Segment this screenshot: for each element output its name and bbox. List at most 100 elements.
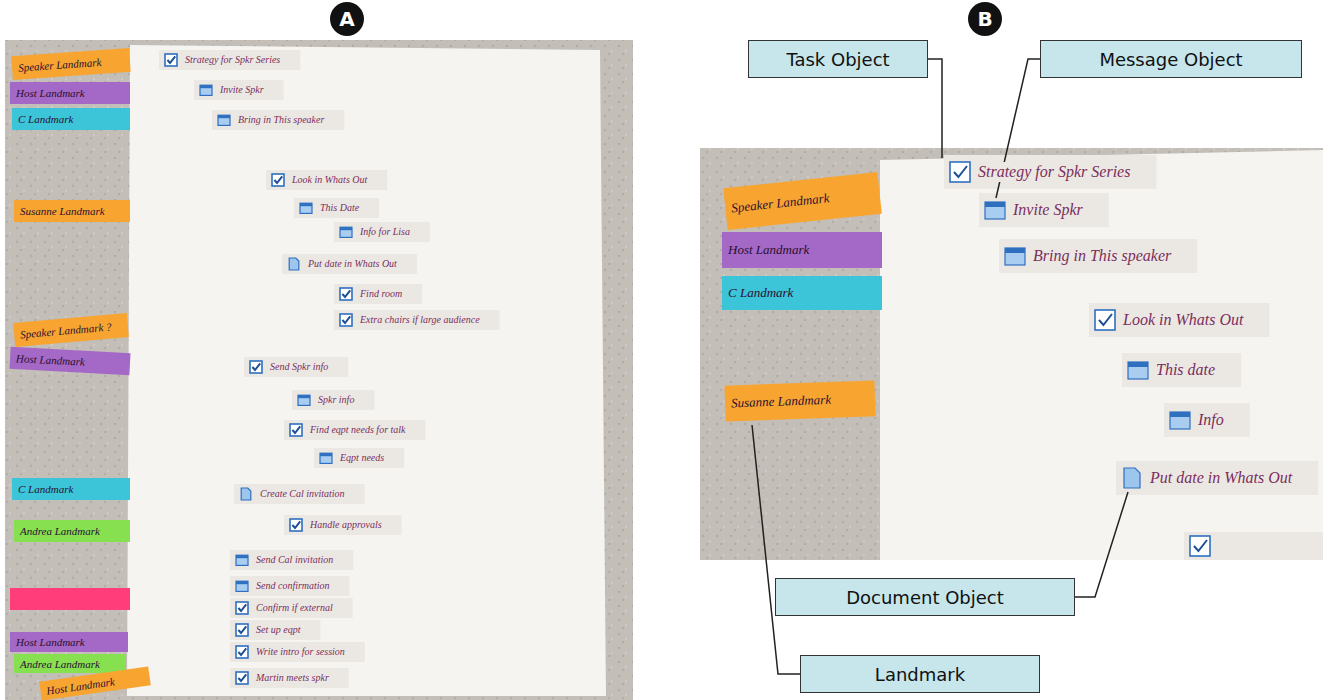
leader-line	[752, 425, 800, 674]
calendar-body	[200, 85, 212, 95]
paper-strip	[334, 284, 422, 304]
panel-letter: A	[330, 2, 364, 36]
doc-icon	[1124, 468, 1140, 488]
landmark-label: Speaker Landmark	[731, 190, 831, 216]
msg-icon	[200, 85, 212, 95]
calendar-body	[1170, 412, 1190, 429]
task-strip-text: Set up eqpt	[254, 624, 302, 636]
calendar-bar	[236, 555, 248, 558]
calendar-bar	[320, 453, 332, 456]
calendar-bar	[298, 395, 310, 398]
paper-strip	[284, 420, 426, 440]
checkmark	[292, 426, 300, 433]
landmark-sticky: Susanne Landmark	[14, 200, 130, 222]
doc-icon	[241, 488, 251, 500]
msg-icon	[218, 115, 230, 125]
msg-icon	[320, 453, 332, 463]
checkbox	[236, 602, 248, 614]
paper-strip	[294, 198, 379, 218]
paper-strip	[1184, 532, 1323, 560]
callout-box: Task Object	[748, 40, 928, 78]
calendar-body	[1005, 248, 1025, 265]
calendar-bar	[218, 115, 230, 118]
msg-icon	[985, 202, 1005, 219]
landmark-sticky: Andrea Landmark	[14, 520, 130, 542]
landmark-sticky: Andrea Landmark	[14, 654, 126, 673]
callout-box: Message Object	[1040, 40, 1302, 78]
task-icon	[1190, 536, 1210, 556]
checkbox	[250, 361, 262, 373]
msg-icon	[1128, 362, 1148, 379]
calendar-bar	[985, 202, 1005, 207]
task-strip-text: Write intro for session	[254, 646, 347, 658]
paper-strip	[230, 620, 320, 640]
paper-strip	[999, 239, 1197, 273]
landmark-label: Susanne Landmark	[731, 392, 832, 411]
paper-strip	[244, 357, 348, 377]
paper-strip	[230, 642, 365, 662]
calendar-bar	[236, 581, 248, 584]
task-icon	[1095, 310, 1115, 330]
task-strip-text: Create Cal invitation	[258, 488, 347, 500]
paper-strip	[292, 390, 374, 410]
calendar-body	[985, 202, 1005, 219]
task-icon	[236, 624, 248, 636]
calendar-bar	[200, 85, 212, 88]
landmark-sticky: Host Landmark	[722, 232, 882, 268]
landmark-label: Andrea Landmark	[20, 525, 100, 537]
checkbox	[1095, 310, 1115, 330]
task-strip-text: Send Cal invitation	[254, 554, 335, 566]
task-strip-text: Invite Spkr	[1011, 200, 1085, 219]
calendar-bar	[1170, 412, 1190, 417]
callout-label: Landmark	[875, 664, 965, 685]
calendar-body	[320, 453, 332, 463]
paper-sheet	[880, 150, 1323, 560]
task-strip-text: Look in Whats Out	[290, 174, 369, 186]
landmark-label: C Landmark	[18, 483, 73, 495]
task-icon	[236, 602, 248, 614]
checkmark	[342, 290, 350, 297]
checkmark	[238, 648, 246, 655]
task-strip-text: Put date in Whats Out	[306, 258, 399, 270]
task-strip-text: Extra chairs if large audience	[358, 314, 482, 326]
task-icon	[165, 54, 177, 66]
task-icon	[272, 174, 284, 186]
checkmark	[1194, 540, 1207, 551]
landmark-label: Susanne Landmark	[20, 205, 105, 217]
landmark-sticky: C Landmark	[12, 108, 130, 130]
task-strip-text: Info for Lisa	[358, 226, 412, 238]
paper-strip	[230, 576, 350, 596]
paper-strip	[944, 155, 1156, 189]
paper-sheet	[127, 45, 606, 696]
paper-strip	[212, 110, 344, 130]
calendar-body	[300, 203, 312, 213]
paper-strip	[979, 193, 1109, 227]
paper-strip	[1164, 403, 1250, 437]
paper-strip	[334, 310, 500, 330]
checkmark	[342, 316, 350, 323]
paper-strip	[282, 254, 417, 274]
msg-icon	[300, 203, 312, 213]
checkbox	[1190, 536, 1210, 556]
panel-letter: B	[968, 2, 1002, 36]
checkmark	[274, 176, 282, 183]
task-icon	[236, 672, 248, 684]
checkmark	[238, 626, 246, 633]
task-icon	[290, 519, 302, 531]
checkbox	[340, 314, 352, 326]
task-icon	[250, 361, 262, 373]
task-strip-text: Eqpt needs	[338, 452, 386, 464]
callout-label: Message Object	[1099, 49, 1242, 70]
landmark-label: C Landmark	[728, 285, 793, 301]
landmark-label: Host Landmark	[16, 636, 85, 648]
checkmark	[954, 166, 967, 177]
doc-icon	[289, 258, 299, 270]
task-strip-text: Find eqpt needs for talk	[308, 424, 408, 436]
paper-strip	[230, 598, 353, 618]
callout-label: Task Object	[786, 49, 889, 70]
task-strip-text: Find room	[358, 288, 404, 300]
checkbox	[236, 646, 248, 658]
